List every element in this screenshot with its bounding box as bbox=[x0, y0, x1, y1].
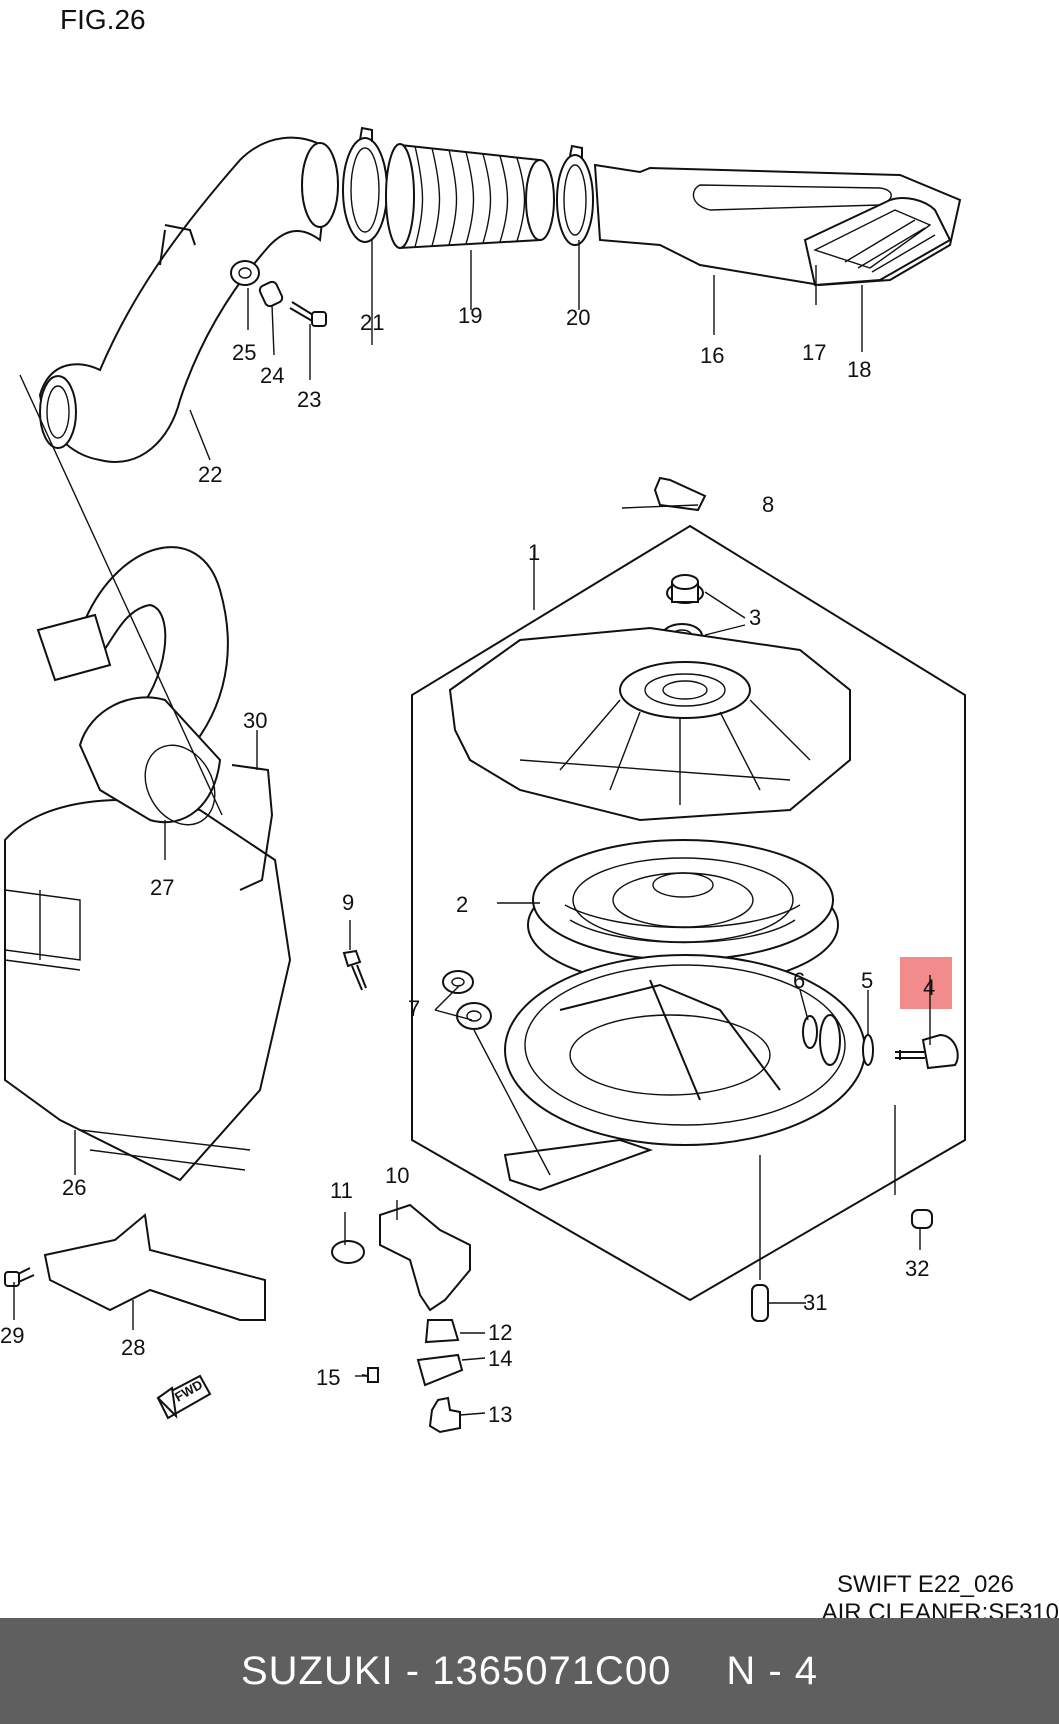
callout-20: 20 bbox=[566, 305, 590, 330]
callout-7: 7 bbox=[408, 996, 420, 1021]
callout-16: 16 bbox=[700, 343, 724, 368]
brand-part-number: SUZUKI - 1365071C00 bbox=[240, 1648, 672, 1693]
callout-13: 13 bbox=[488, 1402, 512, 1427]
callout-1: 1 bbox=[528, 540, 540, 565]
callout-12: 12 bbox=[488, 1320, 512, 1345]
callout-32: 32 bbox=[905, 1256, 929, 1281]
model-code: SWIFT E22_026 bbox=[837, 1571, 1014, 1598]
callout-31: 31 bbox=[803, 1290, 827, 1315]
callout-26: 26 bbox=[62, 1175, 86, 1200]
callout-29: 29 bbox=[0, 1323, 24, 1348]
callout-24: 24 bbox=[260, 363, 284, 388]
callout-21: 21 bbox=[360, 310, 384, 335]
callout-19: 19 bbox=[458, 303, 482, 328]
callout-22: 22 bbox=[198, 462, 222, 487]
callout-2: 2 bbox=[456, 892, 468, 917]
callout-15: 15 bbox=[316, 1365, 340, 1390]
diagram-reference: N - 4 bbox=[726, 1648, 818, 1693]
callout-3: 3 bbox=[749, 605, 761, 630]
highlight-box bbox=[900, 957, 952, 1009]
resonator-assembly bbox=[4, 546, 471, 1434]
callout-30: 30 bbox=[243, 708, 267, 733]
callout-17: 17 bbox=[802, 340, 826, 365]
callout-9: 9 bbox=[342, 890, 354, 915]
callout-23: 23 bbox=[297, 387, 321, 412]
callout-6: 6 bbox=[793, 968, 805, 993]
part-number-bar: SUZUKI - 1365071C00 N - 4 bbox=[0, 1618, 1059, 1724]
callout-27: 27 bbox=[150, 875, 174, 900]
callout-4: 4 bbox=[923, 975, 935, 1000]
callout-8: 8 bbox=[762, 492, 774, 517]
air-cleaner-assembly bbox=[342, 476, 966, 1322]
callout-labels: 1 2 3 4 5 6 7 8 9 10 11 12 13 14 15 16 1… bbox=[0, 303, 935, 1427]
callout-18: 18 bbox=[847, 357, 871, 382]
leader-lines bbox=[13, 240, 931, 1416]
callout-28: 28 bbox=[121, 1335, 145, 1360]
callout-11: 11 bbox=[330, 1178, 353, 1203]
parts-diagram: 1 2 3 4 5 6 7 8 9 10 11 12 13 14 15 16 1… bbox=[0, 126, 966, 1434]
callout-25: 25 bbox=[232, 340, 256, 365]
callout-10: 10 bbox=[385, 1163, 409, 1188]
figure-title: FIG.26 bbox=[60, 4, 146, 35]
callout-5: 5 bbox=[861, 968, 873, 993]
intake-duct-assembly bbox=[38, 126, 962, 463]
callout-14: 14 bbox=[488, 1346, 512, 1371]
